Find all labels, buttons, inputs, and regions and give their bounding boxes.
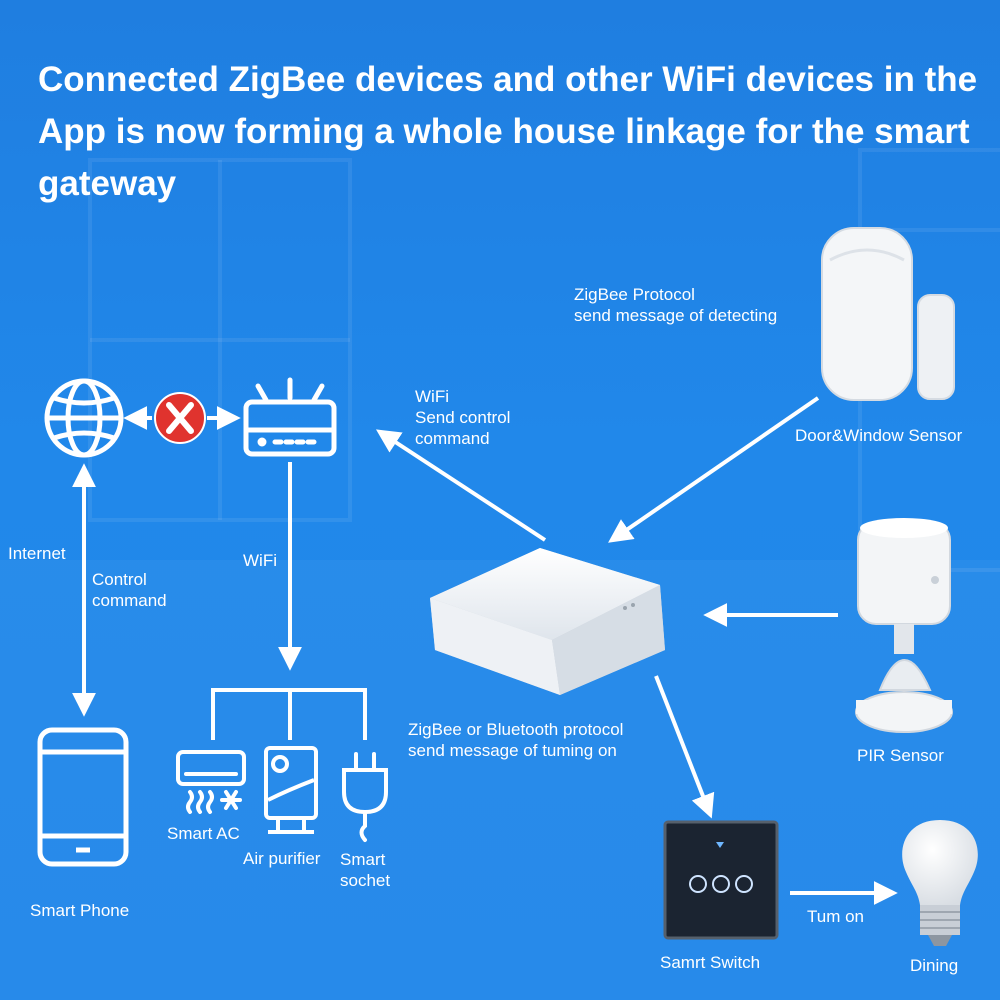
pir-sensor: [855, 518, 953, 733]
hub-router-arrow: [375, 429, 547, 542]
gateway-hub: [430, 548, 665, 695]
smart-phone-label: Smart Phone: [30, 901, 130, 920]
phone-icon: [37, 727, 129, 867]
air-purifier-label: Air purifier: [243, 849, 321, 868]
zigbee-bluetooth-label: ZigBee or Bluetooth protocol send messag…: [408, 720, 624, 760]
turn-on-label: Tum on: [807, 907, 865, 926]
internet-label: Internet: [8, 544, 66, 563]
router-icon: [243, 377, 337, 457]
globe-icon: [44, 378, 124, 458]
control-command-label: Control command: [92, 570, 167, 610]
door-window-sensor: [821, 227, 955, 401]
door-window-sensor-label: Door&Window Sensor: [795, 426, 963, 445]
page-title: Connected ZigBee devices and other WiFi …: [38, 60, 978, 203]
wifi-send-label: WiFi Send control command: [415, 387, 511, 448]
bulb-icon: [902, 820, 978, 946]
smart-switch: [663, 820, 779, 940]
wifi-label: WiFi: [243, 551, 277, 570]
blocked-x-icon: [154, 392, 206, 444]
socket-icon: [342, 752, 388, 842]
smart-socket-label: Smart sochet: [340, 850, 391, 890]
zigbee-protocol-label: ZigBee Protocol send message of detectin…: [574, 285, 778, 325]
ac-icon: [176, 750, 246, 814]
hub-switch-arrow: [654, 675, 715, 819]
sensor-hub-arrow: [608, 396, 820, 543]
connection-lines: [72, 396, 898, 905]
pir-sensor-label: PIR Sensor: [857, 746, 944, 765]
air-purifier-icon: [264, 746, 318, 834]
smart-switch-label: Samrt Switch: [660, 953, 761, 972]
dining-label: Dining: [910, 956, 959, 975]
smart-ac-label: Smart AC: [167, 824, 240, 843]
